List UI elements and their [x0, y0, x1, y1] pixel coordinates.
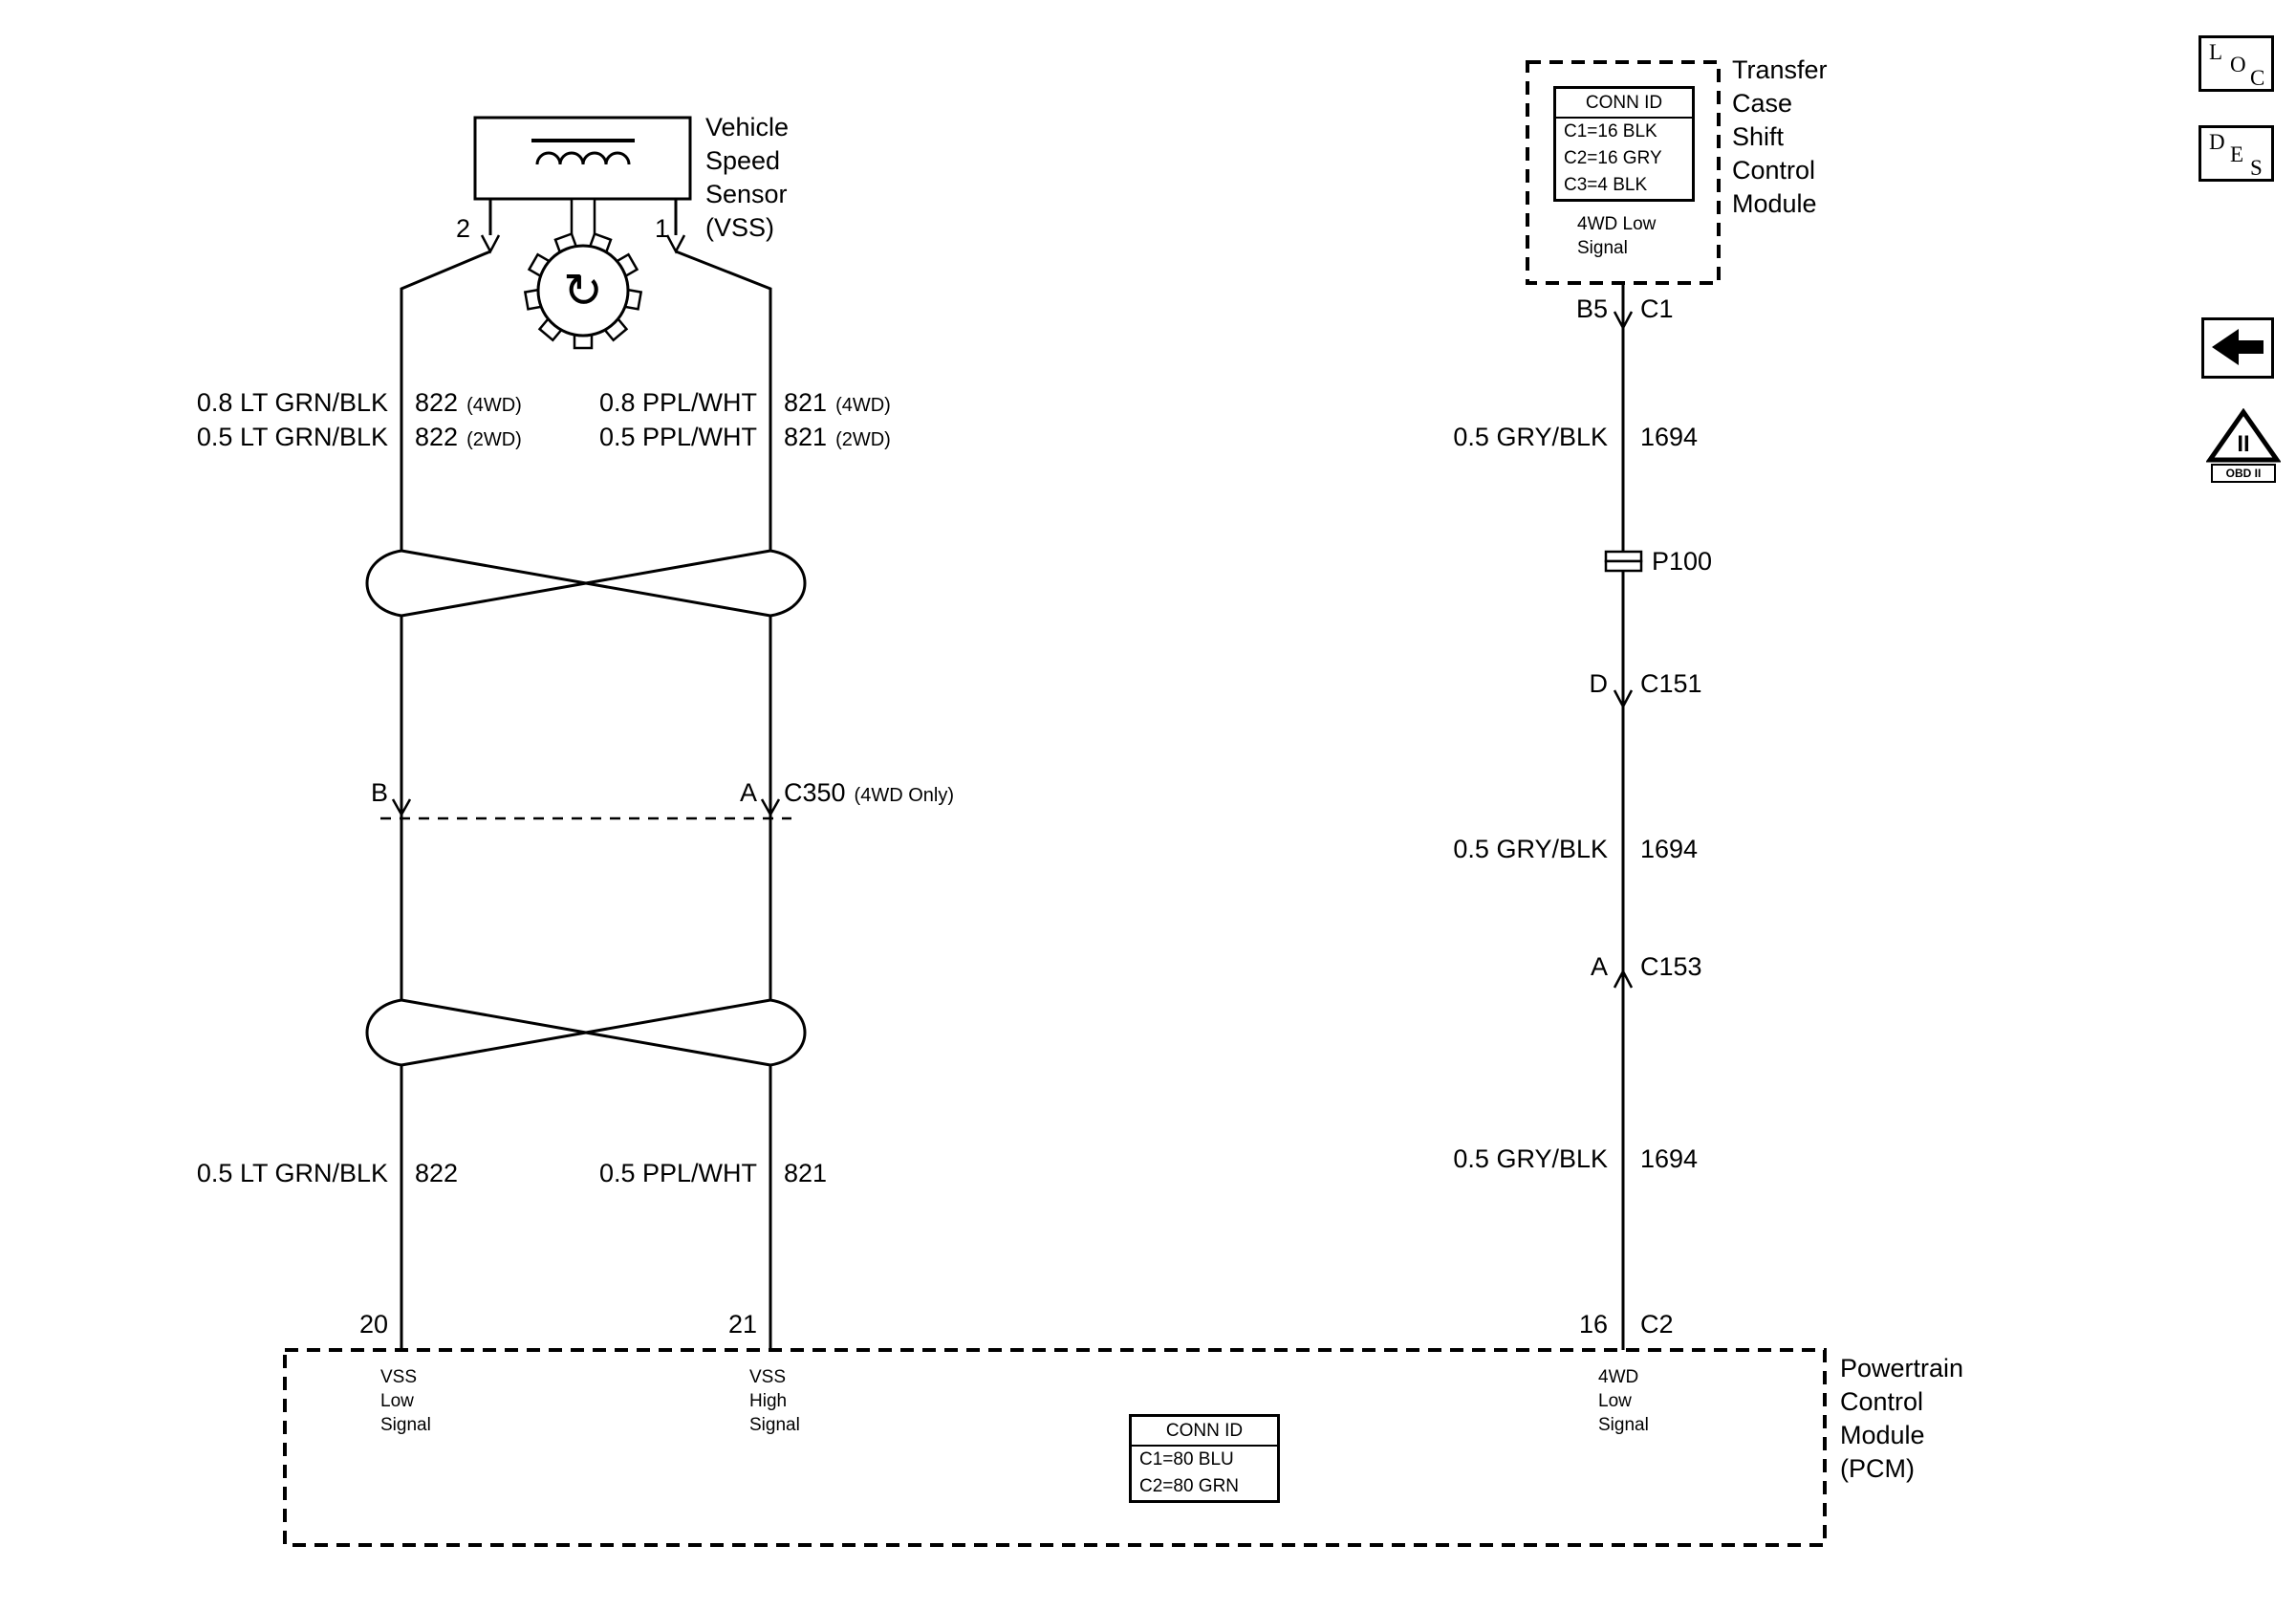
des-button[interactable]: D E S: [2199, 125, 2274, 182]
circuit-note: (4WD): [835, 395, 891, 416]
c350-pin-a-label: A: [739, 778, 757, 807]
circuit-gryblk-1: 1694: [1640, 423, 1699, 451]
wire-4wd-low-signal: [1613, 283, 1634, 1350]
pcm-signal-vss-high: VSS High Signal: [749, 1367, 800, 1435]
circuit-note: (2WD): [835, 429, 891, 450]
pcm-signal-vss-low: VSS Low Signal: [380, 1367, 431, 1435]
circuit-number: 821: [784, 388, 828, 417]
wire-label-vss-low-lower: 0.5 LT GRN/BLK: [196, 1159, 388, 1187]
tc-signal-label: 4WD Low Signal: [1577, 214, 1657, 258]
conn-id-row: C2=80 GRN: [1139, 1476, 1240, 1496]
conn-id-row: C1=16 BLK: [1564, 121, 1657, 142]
circuit-vss-low-lower: 822: [415, 1159, 459, 1187]
obd-triangle-icon: [2205, 407, 2282, 463]
circuit-note: (4WD): [466, 395, 522, 416]
obd-text-label: OBD II: [2211, 464, 2276, 483]
reluctor-wheel-icon: [523, 197, 643, 350]
circuit-gryblk-3: 1694: [1640, 1144, 1699, 1173]
tc-connector-c1-label: C1: [1640, 294, 1674, 323]
pcm-module-box: [283, 1348, 1827, 1547]
transfer-case-module-box: [1526, 60, 1721, 285]
connector-note: (4WD Only): [854, 785, 954, 806]
p100-label: P100: [1652, 547, 1713, 576]
wire-label-vss-low-2wd: 0.5 LT GRN/BLK: [196, 423, 388, 451]
conn-id-row: C3=4 BLK: [1564, 175, 1648, 195]
des-letter: D: [2209, 130, 2225, 154]
back-arrow-button[interactable]: [2201, 317, 2274, 379]
c151-pin-d-label: D: [1589, 669, 1609, 698]
connector-name: C350: [784, 778, 846, 807]
pcm-pin-20-label: 20: [358, 1310, 388, 1339]
conn-id-header: CONN ID: [1132, 1417, 1277, 1447]
vss-title: Vehicle Speed Sensor (VSS): [705, 113, 790, 242]
wire-vss-low: [400, 199, 501, 1350]
circuit-number: 822: [415, 423, 459, 451]
c350-label: C350 (4WD Only): [784, 776, 954, 813]
des-letter: S: [2250, 156, 2263, 180]
c350-pin-b-label: B: [370, 778, 388, 807]
back-arrow-icon: [2212, 329, 2264, 365]
twisted-pair-symbol-upper: [365, 549, 807, 618]
loc-letter: C: [2250, 66, 2265, 90]
wire-label-vss-high-lower: 0.5 PPL/WHT: [598, 1159, 757, 1187]
loc-letter: O: [2230, 53, 2246, 76]
wire-label-gryblk-1: 0.5 GRY/BLK: [1453, 423, 1608, 451]
circuit-vss-high-lower: 821: [784, 1159, 828, 1187]
wire-label-vss-low-4wd: 0.8 LT GRN/BLK: [196, 388, 388, 417]
connector-p100-symbol: [1604, 550, 1643, 573]
tc-pin-b5-label: B5: [1575, 294, 1608, 323]
pcm-pin-21-label: 21: [727, 1310, 757, 1339]
wire-label-gryblk-3: 0.5 GRY/BLK: [1453, 1144, 1608, 1173]
vss-pin-2-label: 2: [455, 214, 470, 243]
c153-label: C153: [1640, 952, 1702, 981]
circuit-note: (2WD): [466, 429, 522, 450]
conn-id-row: C1=80 BLU: [1139, 1449, 1234, 1469]
wire-vss-high: [665, 199, 772, 1350]
c151-label: C151: [1640, 669, 1702, 698]
wire-label-gryblk-2: 0.5 GRY/BLK: [1453, 835, 1608, 863]
circuit-number: 822: [415, 388, 459, 417]
pcm-conn-id-box: CONN ID C1=80 BLU C2=80 GRN: [1129, 1414, 1280, 1503]
tc-module-title: Transfer Case Shift Control Module: [1732, 55, 1828, 218]
circuit-number: 821: [784, 423, 828, 451]
wire-label-vss-high-4wd: 0.8 PPL/WHT: [598, 388, 757, 417]
obd-mark-label: II: [2237, 431, 2250, 457]
connector-c350-symbol: [380, 798, 791, 820]
circuit-vss-high-2wd: 821 (2WD): [784, 421, 891, 457]
pcm-pin-16-label: 16: [1578, 1310, 1608, 1339]
circuit-vss-low-4wd: 822 (4WD): [415, 386, 522, 423]
circuit-vss-low-2wd: 822 (2WD): [415, 421, 522, 457]
pcm-signal-4wd-low: 4WD Low Signal: [1598, 1367, 1649, 1435]
twisted-pair-symbol-lower: [365, 998, 807, 1067]
vss-pin-1-label: 1: [654, 214, 669, 243]
circuit-vss-high-4wd: 821 (4WD): [784, 386, 891, 423]
des-letter: E: [2230, 142, 2244, 166]
circuit-gryblk-2: 1694: [1640, 835, 1699, 863]
pcm-connector-c2-label: C2: [1640, 1310, 1674, 1339]
loc-letter: L: [2209, 40, 2223, 64]
wire-label-vss-high-2wd: 0.5 PPL/WHT: [598, 423, 757, 451]
pcm-title: Powertrain Control Module (PCM): [1840, 1354, 1964, 1483]
vss-housing: [473, 116, 692, 201]
c153-pin-a-label: A: [1590, 952, 1608, 981]
conn-id-row: C2=16 GRY: [1564, 148, 1662, 168]
conn-id-header: CONN ID: [1556, 89, 1692, 119]
obd-ii-icon[interactable]: II OBD II: [2205, 407, 2282, 483]
rotation-arrow-icon: ↻: [563, 264, 603, 317]
tc-conn-id-box: CONN ID C1=16 BLK C2=16 GRY C3=4 BLK: [1553, 86, 1695, 202]
loc-button[interactable]: L O C: [2199, 35, 2274, 92]
